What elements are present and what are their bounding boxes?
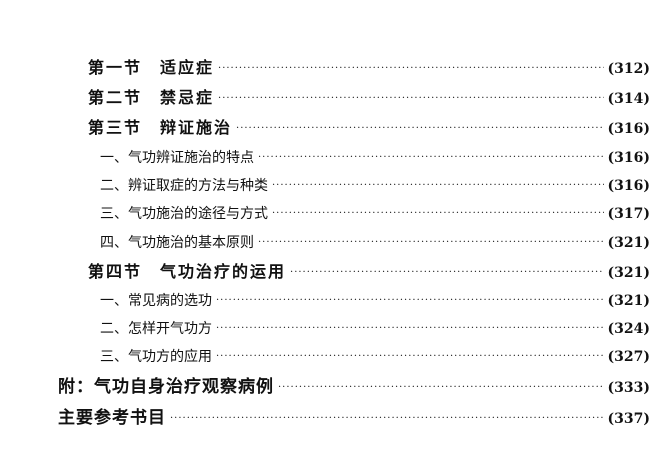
dot-leader [258,144,604,172]
toc-entry-label: 三、气功方的应用 [100,349,212,365]
toc-entry-item: 四、气功施治的基本原则 (321) [100,229,650,257]
toc-entry-page: (321) [607,293,650,309]
toc-entry-label: 四、气功施治的基本原则 [100,235,254,251]
dot-leader [272,172,604,200]
toc-entry-page: (316) [607,150,650,166]
dot-leader [216,287,604,315]
toc-entry-page: (337) [607,411,650,427]
toc-entry-label: 第四节 气功治疗的运用 [88,262,287,281]
dot-leader [272,200,604,228]
toc-entry-label: 第三节 辩证施治 [88,118,233,137]
toc-entry-section-4: 第四节 气功治疗的运用 (321) [88,258,650,286]
toc-entry-section-2: 第二节 禁忌症 (314) [88,84,650,112]
toc-entry-label: 第一节 适应症 [88,58,215,77]
dot-leader [218,85,604,113]
toc-entry-label: 二、怎样开气功方 [100,321,212,337]
toc-entry-page: (333) [607,380,650,396]
toc-entry-label: 主要参考书目 [58,408,166,428]
toc-entry-label: 一、气功辨证施治的特点 [100,150,254,166]
toc-entry-item: 二、辨证取症的方法与种类 (316) [100,172,650,200]
toc-entry-page: (314) [607,91,650,107]
toc-entry-label: 二、辨证取症的方法与种类 [100,178,268,194]
toc-entry-label: 一、常见病的选功 [100,293,212,309]
toc-entry-page: (316) [607,121,650,137]
dot-leader [170,405,604,433]
toc-entry-item: 三、气功方的应用 (327) [100,343,650,371]
toc-entry-label: 附：气功自身治疗观察病例 [58,377,274,397]
toc-entry-label: 第二节 禁忌症 [88,88,215,107]
dot-leader [278,374,604,402]
toc-entry-page: (321) [607,265,650,281]
dot-leader [236,115,604,143]
toc-entry-bibliography: 主要参考书目 (337) [58,404,650,432]
dot-leader [290,259,604,287]
toc-entry-item: 一、常见病的选功 (321) [100,287,650,315]
dot-leader [216,343,604,371]
dot-leader [218,55,604,83]
dot-leader [258,229,604,257]
toc-entry-section-1: 第一节 适应症 (312) [88,54,650,82]
toc-entry-item: 二、怎样开气功方 (324) [100,315,650,343]
toc-entry-page: (312) [607,61,650,77]
toc-entry-section-3: 第三节 辩证施治 (316) [88,114,650,142]
toc-entry-item: 三、气功施治的途径与方式 (317) [100,200,650,228]
toc-entry-page: (327) [607,349,650,365]
toc-entry-page: (324) [607,321,650,337]
toc-entry-page: (321) [607,235,650,251]
toc-entry-page: (317) [607,206,650,222]
toc-entry-appendix: 附：气功自身治疗观察病例 (333) [58,373,650,401]
toc-entry-item: 一、气功辨证施治的特点 (316) [100,144,650,172]
toc-entry-page: (316) [607,178,650,194]
dot-leader [216,315,604,343]
toc-entry-label: 三、气功施治的途径与方式 [100,206,268,222]
